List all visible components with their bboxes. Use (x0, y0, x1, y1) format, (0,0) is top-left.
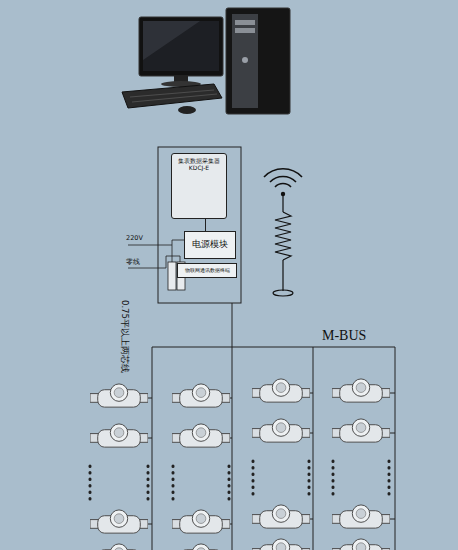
water-meter (90, 384, 148, 407)
keyboard-keys (130, 90, 214, 97)
bus-wire (152, 347, 153, 550)
meter-tap (148, 438, 152, 439)
water-meter (252, 379, 310, 402)
computer-illustration (122, 8, 290, 114)
antenna-rod (282, 196, 283, 212)
model-number: KDCJ-E (189, 165, 209, 172)
monitor-frame (139, 17, 223, 76)
cabinet-outline (158, 147, 241, 303)
water-meter (172, 544, 230, 550)
continuation-dots (308, 461, 311, 495)
meter-tap (390, 433, 395, 434)
bus-wire (395, 347, 396, 550)
wire-connector (205, 219, 206, 231)
neutral-wire (180, 256, 181, 262)
node-title: 物联网通讯数据终端 (185, 267, 230, 273)
live-wire (172, 245, 173, 262)
keyboard-keys (132, 94, 217, 102)
supply-wire (172, 240, 173, 245)
water-meter (252, 505, 310, 528)
node-title: 集表数据采集器 (178, 158, 220, 164)
water-meter (90, 510, 148, 533)
bus-name-label: M-BUS (322, 328, 366, 344)
drive-bay (235, 20, 255, 25)
keyboard (122, 84, 222, 108)
continuation-dots (89, 466, 92, 500)
continuation-dots (172, 466, 175, 500)
meter-tap (310, 393, 313, 394)
meter-tap (390, 519, 395, 520)
neutral-wire (166, 256, 180, 257)
meter-tap (148, 398, 152, 399)
antenna-symbol (264, 169, 302, 296)
supply-wire (172, 240, 184, 241)
continuation-dots (388, 461, 391, 495)
antenna-base (273, 290, 293, 296)
meter-tap (310, 433, 313, 434)
meter-tap (230, 398, 232, 399)
signal-wave (275, 184, 291, 187)
continuation-dots (228, 466, 231, 500)
voltage-label: 220V (126, 234, 143, 242)
pc-tower (226, 8, 290, 114)
bus-wire (232, 347, 233, 550)
meter-tap (310, 519, 313, 520)
breaker (168, 262, 176, 290)
water-meter (90, 424, 148, 447)
water-meter (172, 424, 230, 447)
screen-gloss (143, 21, 200, 60)
continuation-dots (332, 461, 335, 495)
water-meter (332, 419, 390, 442)
mouse (178, 106, 196, 114)
drive-bay (235, 28, 255, 33)
tower-panel (232, 14, 258, 108)
signal-wave (264, 169, 302, 177)
live-wire (128, 245, 172, 246)
neutral-wire (166, 256, 167, 268)
meter-tap (230, 524, 232, 525)
cable-spec-label: 0.75平以上两芯线 (118, 300, 130, 373)
bus-wire (152, 347, 395, 348)
antenna-tip (281, 192, 285, 196)
continuation-dots (147, 466, 150, 500)
water-meter (172, 510, 230, 533)
monitor-screen (143, 21, 219, 71)
continuation-dots (252, 461, 255, 495)
bus-wire (232, 303, 233, 347)
power-module-box: 电源模块 (184, 231, 236, 259)
water-meter (252, 539, 310, 550)
signal-wave (270, 176, 296, 182)
meter-tap (390, 393, 395, 394)
terminal-box: 物联网通讯数据终端 (177, 263, 237, 278)
meter-tap (230, 438, 232, 439)
water-meter (332, 505, 390, 528)
bus-wire (313, 347, 314, 550)
wire-label: 零线 (126, 258, 140, 267)
collector-device: 集表数据采集器KDCJ-E (171, 153, 227, 219)
node-title: 电源模块 (192, 240, 228, 250)
antenna-coil (275, 212, 291, 260)
meter-tap (148, 524, 152, 525)
water-meter (252, 419, 310, 442)
water-meter (90, 544, 148, 550)
water-meter (172, 384, 230, 407)
antenna-rod (282, 260, 283, 291)
power-button (242, 57, 248, 63)
neutral-wire (128, 268, 166, 269)
water-meter (332, 539, 390, 550)
water-meter (332, 379, 390, 402)
